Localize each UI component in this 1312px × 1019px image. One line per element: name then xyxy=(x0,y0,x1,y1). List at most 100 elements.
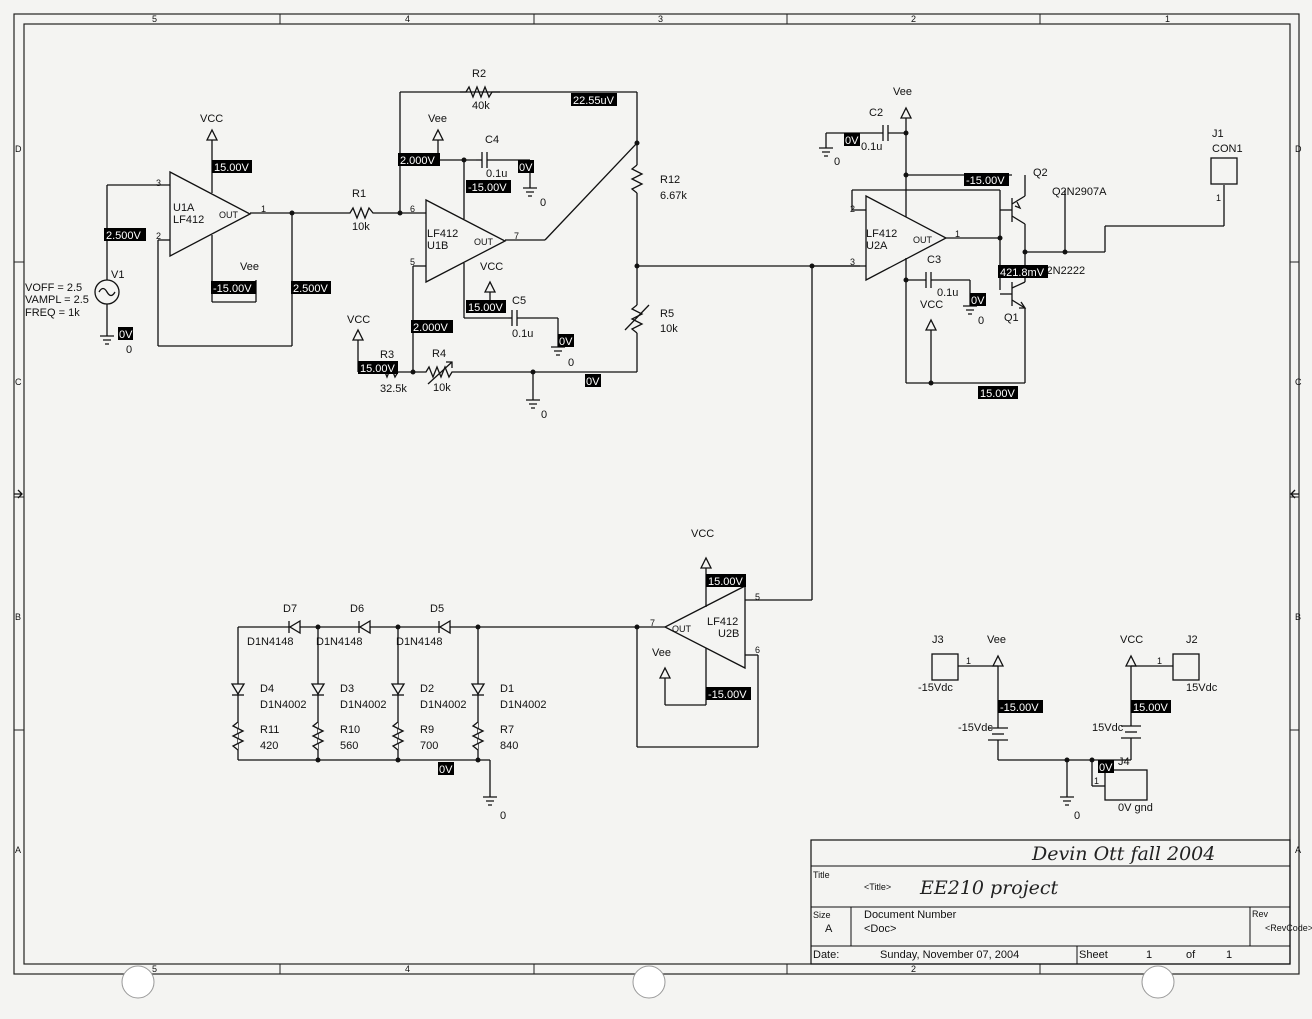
r12-r5-divider xyxy=(624,92,860,372)
c5-value: 0.1u xyxy=(512,328,533,340)
v1-source xyxy=(94,235,120,345)
vtag-c3: 0V xyxy=(971,295,985,307)
u2a-opamp xyxy=(809,106,1025,386)
vtag-u1b-vcc: 15.00V xyxy=(468,302,504,314)
c4-label: C4 xyxy=(485,134,499,146)
j3-pin: 1 xyxy=(966,656,971,666)
u2a-out-label: OUT xyxy=(913,235,933,245)
r2-value: 40k xyxy=(472,100,490,112)
size-value: A xyxy=(825,923,833,935)
r11-label: R11 xyxy=(260,724,279,736)
row-label-b: B xyxy=(15,612,21,622)
r1-resistor xyxy=(345,206,400,220)
q1-part: Q2N2222 xyxy=(1038,265,1085,277)
row-label-a: A xyxy=(15,845,21,855)
c2-value: 0.1u xyxy=(861,141,882,153)
d4-part: D1N4002 xyxy=(260,699,306,711)
d5-label: D5 xyxy=(430,603,444,615)
u2a-vcc-label: VCC xyxy=(920,299,943,311)
vtag-c2: 0V xyxy=(845,135,859,147)
vtag-q2-node: -15.00V xyxy=(966,175,1005,187)
vtag-u1a-vcc: 15.00V xyxy=(214,162,250,174)
q2-label: Q2 xyxy=(1033,167,1048,179)
vtag-q1-vcc: 15.00V xyxy=(980,388,1016,400)
col-label-1-top: 1 xyxy=(1165,14,1170,24)
r12-value: 6.67k xyxy=(660,190,687,202)
d3-label: D3 xyxy=(340,683,354,695)
u1b-vee-label: Vee xyxy=(428,113,447,125)
c2-gnd-label: 0 xyxy=(834,156,840,168)
outer-frame xyxy=(13,13,1300,975)
r5-label: R5 xyxy=(660,308,674,320)
vtag-q-base: 421.8mV xyxy=(1000,267,1045,279)
u1b-out-label: OUT xyxy=(474,237,494,247)
r11-value: 420 xyxy=(260,740,278,752)
r4-label: R4 xyxy=(432,348,446,360)
r9-label: R9 xyxy=(420,724,434,736)
q2-part: Q2N2907A xyxy=(1052,186,1107,198)
col-label-2-top: 2 xyxy=(911,14,916,24)
d7-label: D7 xyxy=(283,603,297,615)
d3-part: D1N4002 xyxy=(340,699,386,711)
vtag-u1a-in: 2.500V xyxy=(106,230,142,242)
u1b-pin7: 7 xyxy=(514,231,519,241)
u2a-pin3: 3 xyxy=(850,257,855,267)
j2-label: J2 xyxy=(1186,634,1198,646)
col-label-4-top: 4 xyxy=(405,14,410,24)
u1a-part: LF412 xyxy=(173,214,204,226)
u2a-vee-label: Vee xyxy=(893,86,912,98)
u1b-opamp xyxy=(397,91,638,372)
vtag-u2b-vee: -15.00V xyxy=(708,689,747,701)
r1-value: 10k xyxy=(352,221,370,233)
row-label-d-right: D xyxy=(1295,144,1302,154)
u1b-part: LF412 xyxy=(427,228,458,240)
r3-label: R3 xyxy=(380,349,394,361)
u2b-name: U2B xyxy=(718,628,739,640)
col-label-5-top: 5 xyxy=(152,14,157,24)
vtag-vee-bat: -15.00V xyxy=(1000,702,1039,714)
u2b-out-label: OUT xyxy=(672,624,692,634)
power-supply-section xyxy=(931,653,1200,806)
d4-label: D4 xyxy=(260,683,274,695)
j3-value: -15Vdc xyxy=(918,682,953,694)
u2b-pin6: 6 xyxy=(755,645,760,655)
col-label-3-top: 3 xyxy=(658,14,663,24)
col-label-4-bottom: 4 xyxy=(405,964,410,974)
v1-vampl: VAMPL = 2.5 xyxy=(25,294,89,306)
u1a-vee-label: Vee xyxy=(240,261,259,273)
r5-value: 10k xyxy=(660,323,678,335)
d6-label: D6 xyxy=(350,603,364,615)
vtag-c4: 0V xyxy=(519,162,533,174)
d5-part: D1N4148 xyxy=(396,636,442,648)
r4-value: 10k xyxy=(433,382,451,394)
sheet-number: 1 xyxy=(1146,949,1152,961)
vtag-u1b-in: 2.000V xyxy=(400,155,436,167)
r3-vcc-label: VCC xyxy=(347,314,370,326)
c3-value: 0.1u xyxy=(937,287,958,299)
u1b-name: U1B xyxy=(427,240,448,252)
d2-label: D2 xyxy=(420,683,434,695)
u2b-pin5: 5 xyxy=(755,592,760,602)
j1-part: CON1 xyxy=(1212,143,1243,155)
title-label: Title xyxy=(813,870,830,880)
row-label-a-right: A xyxy=(1295,845,1301,855)
r7-value: 840 xyxy=(500,740,518,752)
d6-part: D1N4148 xyxy=(316,636,362,648)
c3-label: C3 xyxy=(927,254,941,266)
vtag-vcc-bat: 15.00V xyxy=(1133,702,1169,714)
u2a-name: U2A xyxy=(866,240,888,252)
c5-label: C5 xyxy=(512,295,526,307)
row-label-d: D xyxy=(15,144,22,154)
vtag-c5: 0V xyxy=(559,336,573,348)
j4-pin: 1 xyxy=(1094,776,1099,786)
d1-part: D1N4002 xyxy=(500,699,546,711)
q1-label: Q1 xyxy=(1004,312,1019,324)
vcc-supply-label: VCC xyxy=(1120,634,1143,646)
u1a-pin3: 3 xyxy=(156,178,161,188)
u1a-pin1: 1 xyxy=(261,204,266,214)
supply-gnd-label: 0 xyxy=(1074,810,1080,822)
r10-label: R10 xyxy=(340,724,360,736)
d2-part: D1N4002 xyxy=(420,699,466,711)
date-value: Sunday, November 07, 2004 xyxy=(880,949,1019,961)
c2-capacitor xyxy=(819,125,909,157)
